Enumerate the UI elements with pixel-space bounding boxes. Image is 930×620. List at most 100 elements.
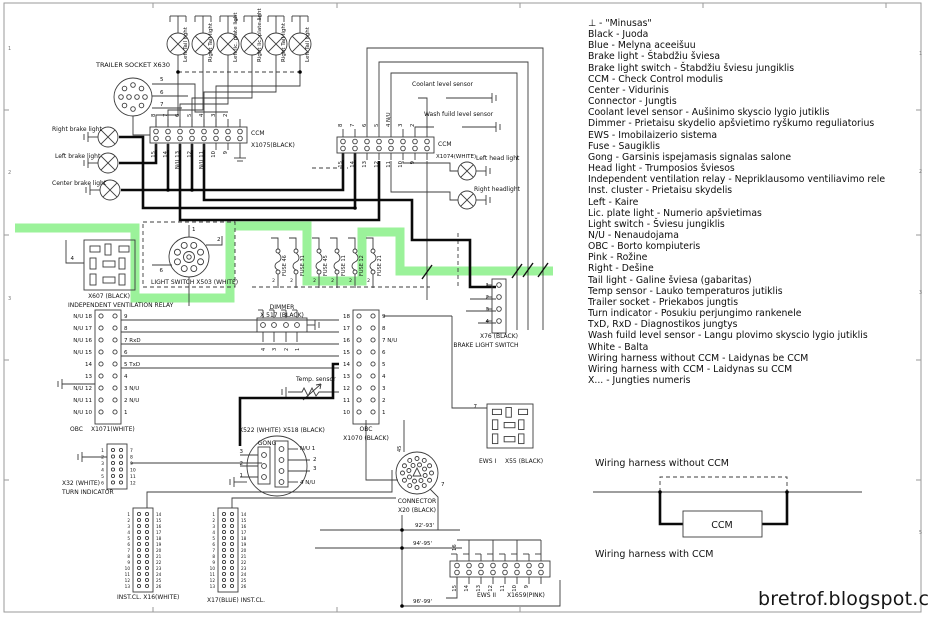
svg-text:7: 7 [441, 482, 445, 488]
svg-text:GONG: GONG [258, 440, 277, 447]
svg-text:3: 3 [486, 307, 490, 313]
legend-item: N/U - Nenaudojama [588, 229, 679, 241]
svg-text:14: 14 [241, 512, 247, 517]
svg-text:6: 6 [175, 113, 181, 117]
svg-text:18: 18 [343, 314, 350, 320]
svg-text:11: 11 [343, 398, 350, 404]
svg-text:CONNECTOR: CONNECTOR [398, 498, 436, 505]
svg-text:4: 4 [382, 374, 386, 380]
legend-item: CCM - Check Control modulis [588, 73, 723, 85]
svg-text:3 N/U: 3 N/U [124, 386, 139, 392]
svg-text:N/U 17: N/U 17 [73, 326, 92, 332]
svg-text:2: 2 [212, 518, 215, 523]
svg-text:26: 26 [156, 584, 162, 589]
svg-text:5: 5 [101, 474, 104, 480]
svg-text:N/U 12: N/U 12 [73, 386, 92, 392]
svg-text:2: 2 [382, 398, 386, 404]
svg-text:7 RxD: 7 RxD [124, 338, 141, 344]
svg-text:4: 4 [261, 348, 267, 351]
svg-text:FUSE 21: FUSE 21 [377, 255, 383, 276]
svg-text:2: 2 [217, 237, 221, 243]
svg-text:24: 24 [241, 572, 247, 577]
svg-text:INST.CL. X16(WHITE): INST.CL. X16(WHITE) [117, 594, 179, 601]
svg-text:Left Tail light: Left Tail light [305, 26, 311, 62]
svg-text:6: 6 [160, 90, 164, 96]
svg-text:CCM: CCM [251, 130, 265, 137]
svg-text:X522 (WHITE): X522 (WHITE) [239, 427, 281, 434]
svg-text:8: 8 [127, 554, 130, 559]
svg-text:DIMMER: DIMMER [270, 304, 295, 311]
svg-text:14: 14 [343, 362, 350, 368]
svg-text:20: 20 [241, 548, 247, 553]
svg-text:13: 13 [210, 584, 216, 589]
legend-item: Tail light - Galine šviesa (gabaritas) [588, 274, 752, 286]
svg-text:FUSE 31: FUSE 31 [300, 255, 306, 276]
svg-text:EWS I: EWS I [479, 458, 496, 465]
svg-text:9: 9 [410, 161, 416, 164]
svg-text:4: 4 [101, 468, 104, 474]
svg-text:3: 3 [919, 290, 922, 296]
svg-text:3: 3 [212, 524, 215, 529]
svg-text:TURN INDICATOR: TURN INDICATOR [61, 489, 114, 496]
svg-text:18: 18 [156, 536, 162, 541]
svg-text:14: 14 [350, 160, 356, 167]
svg-text:21: 21 [156, 554, 162, 559]
svg-text:5: 5 [187, 114, 193, 117]
legend-item: Fuse - Saugiklis [588, 140, 660, 152]
svg-text:2: 2 [486, 295, 490, 301]
svg-text:13: 13 [125, 584, 131, 589]
svg-text:15: 15 [241, 518, 247, 523]
svg-text:2: 2 [240, 461, 244, 467]
svg-text:2: 2 [410, 124, 416, 127]
svg-text:Center brake light: Center brake light [52, 180, 107, 187]
svg-text:45: 45 [397, 446, 403, 452]
svg-text:2: 2 [919, 169, 922, 175]
svg-text:9: 9 [212, 560, 215, 565]
svg-text:12: 12 [125, 578, 131, 583]
svg-text:FUSE 11: FUSE 11 [341, 255, 347, 276]
svg-text:Right brake light: Right brake light [52, 126, 102, 133]
svg-text:3: 3 [382, 386, 386, 392]
svg-text:7: 7 [163, 114, 169, 117]
svg-text:10: 10 [130, 468, 136, 474]
svg-text:11: 11 [125, 572, 131, 577]
svg-text:N/U 18: N/U 18 [73, 314, 92, 320]
legend-item: X... - Jungties numeris [588, 375, 691, 386]
legend-item: Right - Dešine [588, 263, 654, 275]
legend-item: TxD, RxD - Diagnostikos jungtys [588, 319, 738, 331]
svg-text:TRAILER SOCKET X630: TRAILER SOCKET X630 [95, 61, 170, 69]
svg-text:Right headlight: Right headlight [474, 186, 521, 193]
svg-text:2: 2 [284, 348, 290, 351]
svg-text:1: 1 [101, 448, 104, 454]
svg-text:N/U 16: N/U 16 [73, 338, 92, 344]
svg-text:EWS II: EWS II [477, 592, 496, 599]
svg-text:15: 15 [343, 350, 350, 356]
svg-text:5: 5 [374, 124, 380, 127]
svg-text:6: 6 [101, 481, 104, 487]
svg-text:12: 12 [374, 161, 380, 168]
svg-text:10: 10 [398, 160, 404, 167]
svg-text:19: 19 [156, 542, 162, 547]
svg-text:2 N/U: 2 N/U [124, 398, 139, 404]
svg-text:3: 3 [101, 461, 104, 467]
svg-text:X55 (BLACK): X55 (BLACK) [505, 458, 543, 465]
legend-item: EWS - Imobilaizerio sistema [588, 129, 718, 141]
svg-text:3: 3 [240, 449, 244, 455]
svg-text:92'-93': 92'-93' [415, 523, 434, 529]
svg-text:2: 2 [367, 278, 370, 284]
svg-text:1: 1 [382, 410, 386, 416]
svg-text:17: 17 [156, 530, 162, 535]
legend-item: Brake light - Štabdžiu šviesa [588, 51, 721, 63]
svg-text:1: 1 [124, 410, 128, 416]
svg-text:OBC: OBC [70, 426, 83, 433]
svg-text:8: 8 [130, 455, 133, 461]
svg-text:15: 15 [338, 161, 344, 168]
legend-item: White - Balta [588, 341, 649, 353]
svg-text:15: 15 [156, 518, 162, 523]
svg-text:13: 13 [362, 161, 368, 168]
svg-text:5: 5 [919, 530, 922, 536]
svg-text:11: 11 [386, 161, 392, 168]
legend-item: Gong - Garsinis ispejamasis signalas sal… [588, 151, 792, 163]
